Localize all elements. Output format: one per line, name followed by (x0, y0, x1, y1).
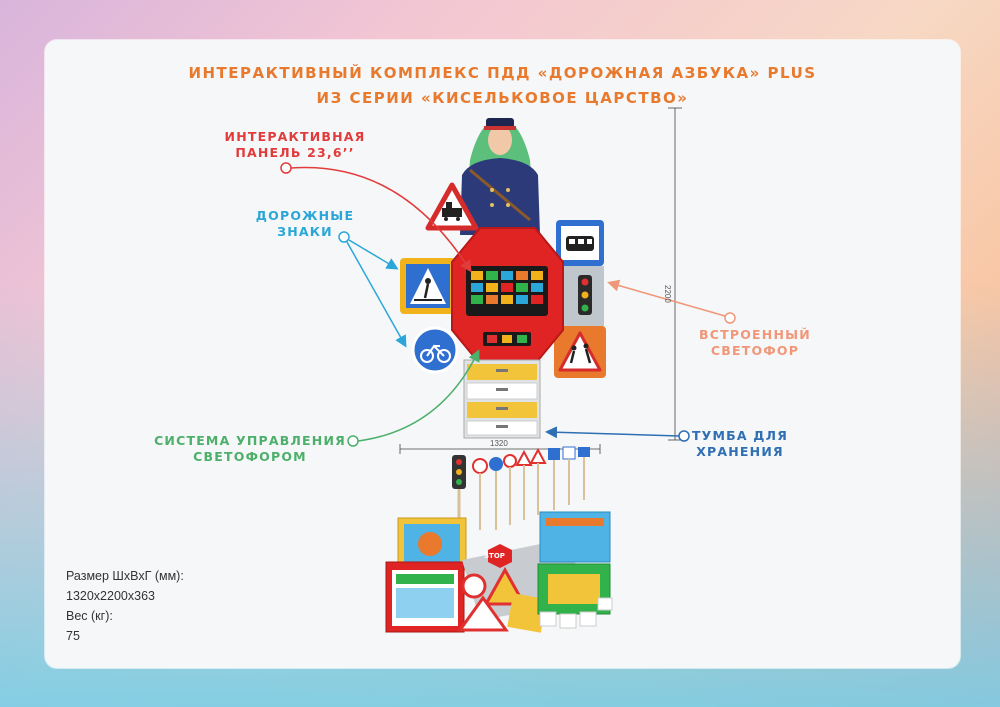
traffic-light-callout-arrow (607, 279, 736, 324)
weight-label: Вес (кг): (66, 609, 113, 623)
pedestrian-crossing-sign (400, 258, 456, 314)
label-storage-cabinet: ТУМБА ДЛЯ ХРАНЕНИЯ (691, 428, 789, 459)
panel-screen-tiles (471, 271, 543, 304)
label-interactive-panel: ИНТЕРАКТИВНАЯ ПАНЕЛЬ 23,6’’ (224, 129, 366, 160)
railway-crossing-sign (425, 182, 479, 231)
label-road-signs: ДОРОЖНЫЕ ЗНАКИ (255, 208, 355, 239)
product-specs: Размер ШхВхГ (мм): 1320x2200x363 Вес (кг… (66, 566, 184, 646)
width-dimension-value: 1320 (490, 439, 508, 448)
traffic-officer-figure (460, 118, 540, 235)
board-games-set: STOP (385, 511, 613, 633)
page-subtitle: ИЗ СЕРИИ «КИСЕЛЬКОВОЕ ЦАРСТВО» (316, 89, 689, 107)
bus-stop-sign (556, 220, 604, 266)
stop-sign-text: STOP (484, 552, 505, 560)
label-traffic-control-system: СИСТЕМА УПРАВЛЕНИЯ СВЕТОФОРОМ (154, 433, 346, 464)
size-value: 1320x2200x363 (66, 589, 155, 603)
cabinet-callout-arrow (545, 426, 690, 442)
control-callout-arrow (347, 349, 480, 447)
builtin-traffic-light (562, 266, 604, 326)
size-label: Размер ШхВхГ (мм): (66, 569, 184, 583)
panel-callout-arrow (280, 162, 472, 273)
interactive-panel-octagon (451, 227, 564, 365)
storage-cabinet (463, 359, 541, 439)
weight-value: 75 (66, 629, 80, 643)
page-title: ИНТЕРАКТИВНЫЙ КОМПЛЕКС ПДД «ДОРОЖНАЯ АЗБ… (188, 64, 817, 82)
label-builtin-traffic-light: ВСТРОЕННЫЙ СВЕТОФОР (699, 327, 811, 358)
height-dimension-value: 2200 (663, 285, 672, 303)
bicycle-path-sign (411, 326, 459, 374)
children-crossing-sign (554, 326, 606, 378)
height-dimension-line (668, 107, 682, 441)
signs-callout-arrows (338, 231, 407, 348)
